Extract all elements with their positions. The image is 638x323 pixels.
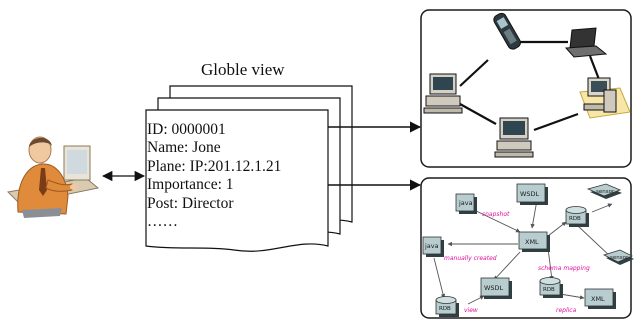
desktop-pc-icon: [494, 117, 534, 158]
record-card: ID: 0000001 Name: Jone Plane: IP:201.12.…: [147, 121, 317, 231]
record-line: Importance: 1: [147, 176, 234, 194]
record-line: Plane: IP:201.12.1.21: [147, 157, 282, 175]
node-label-rdb: RDB: [543, 287, 555, 293]
data-graph-nodes: [422, 183, 634, 317]
record-line: Post: Director: [147, 194, 234, 212]
record-document-stack: [145, 85, 353, 252]
edge-label-snapshot: snapshot: [482, 211, 510, 218]
java-file-node-icon: [422, 236, 444, 257]
wsdl-file-node-icon: [516, 183, 548, 205]
edge-label-schema-mapping: schema mapping: [538, 265, 590, 272]
wsdl-file-node-icon: [480, 277, 512, 299]
rdb-database-node-icon: [435, 296, 459, 317]
mobile-phone-icon: [493, 12, 521, 50]
node-label-sensor: sensor: [596, 189, 615, 195]
xml-file-node-icon: [518, 231, 550, 252]
server-workstation-icon: [579, 77, 631, 119]
record-line: Name: Jone: [147, 139, 221, 157]
edge-label-view: view: [464, 307, 478, 314]
node-label-wsdl: WSDL: [520, 190, 540, 198]
sensor-node-icon: [602, 249, 634, 265]
laptop-icon: [564, 27, 608, 58]
rdb-database-node-icon: [565, 206, 589, 227]
node-label-java: java: [424, 242, 439, 250]
edge-label-replica: replica: [556, 307, 577, 314]
record-line: ID: 0000001: [147, 121, 226, 138]
desktop-pc-icon: [423, 73, 463, 114]
view-title: Globle view: [201, 60, 285, 79]
node-label-java: java: [458, 199, 473, 207]
record-line: ……: [147, 213, 178, 231]
node-label-xml: XML: [591, 295, 605, 303]
node-label-wsdl: WSDL: [484, 284, 504, 292]
node-label-xml: XML: [525, 238, 539, 246]
node-label-rdb: RDB: [569, 216, 581, 222]
data-graph-edges: [433, 199, 613, 305]
java-file-node-icon: [455, 193, 477, 214]
node-label-rdb: RDB: [439, 306, 451, 312]
person-at-computer-icon: [6, 136, 100, 218]
node-label-sensor: sensor: [610, 255, 629, 261]
edge-label-manually-created: manually created: [444, 255, 497, 262]
sensor-node-icon: [586, 183, 622, 199]
rdb-database-node-icon: [539, 277, 563, 298]
xml-file-node-icon: [584, 288, 616, 309]
